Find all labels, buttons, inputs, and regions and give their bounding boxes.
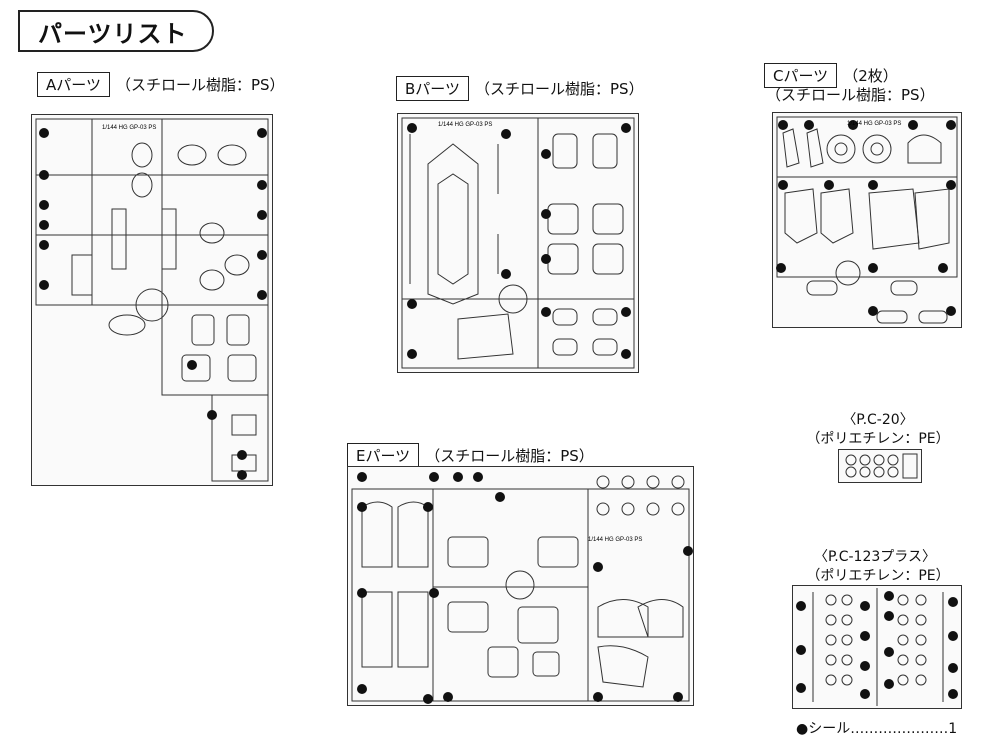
sprue-a-label: 1/144 HG GP-03 PS xyxy=(102,125,156,131)
sprue-c-label: 1/144 HG GP-03 PS xyxy=(847,121,901,127)
runner-c-count: （2枚） xyxy=(843,67,898,85)
runner-b-tag: Bパーツ xyxy=(396,76,469,101)
sprue-b-svg: 1/144 HG GP-03 PS xyxy=(401,117,635,369)
seal-count: ●シール…………………1 xyxy=(796,721,958,737)
pc20-material: （ポリエチレン：PE） xyxy=(806,431,950,447)
runner-c-material-row: （スチロール樹脂：PS） xyxy=(766,84,935,105)
runner-a-material: （スチロール樹脂：PS） xyxy=(115,76,285,94)
pc20-svg xyxy=(845,453,918,479)
pc123-svg xyxy=(796,588,958,706)
pc123-material: （ポリエチレン：PE） xyxy=(806,568,950,584)
pc20-drawing xyxy=(838,449,922,483)
runner-c-material: （スチロール樹脂：PS） xyxy=(766,86,935,104)
runner-c-tag: Cパーツ xyxy=(764,63,838,88)
pc20-name: 〈P.C-20〉 xyxy=(842,412,914,428)
page-title: パーツリスト xyxy=(18,10,214,52)
runner-c-header: Cパーツ （2枚） xyxy=(764,63,898,88)
sprue-e-label: 1/144 HG GP-03 PS xyxy=(588,537,642,543)
pc123-drawing xyxy=(792,585,962,709)
runner-b-material: （スチロール樹脂：PS） xyxy=(475,80,644,98)
sprue-e-drawing: 1/144 HG GP-03 PS xyxy=(347,466,694,706)
runner-e-tag: Eパーツ xyxy=(347,443,420,468)
sprue-b-label: 1/144 HG GP-03 PS xyxy=(438,122,492,128)
runner-e-material: （スチロール樹脂：PS） xyxy=(425,447,594,465)
runner-b-header: Bパーツ （スチロール樹脂：PS） xyxy=(396,76,644,101)
runner-a-tag: Aパーツ xyxy=(37,72,110,97)
runner-e-header: Eパーツ （スチロール樹脂：PS） xyxy=(347,443,594,468)
sprue-b-drawing: 1/144 HG GP-03 PS xyxy=(397,113,639,373)
sprue-a-drawing: 1/144 HG GP-03 PS xyxy=(31,114,273,486)
sprue-c-svg: 1/144 HG GP-03 PS xyxy=(776,116,958,324)
sprue-c-drawing: 1/144 HG GP-03 PS xyxy=(772,112,962,328)
runner-a-header: Aパーツ （スチロール樹脂：PS） xyxy=(37,72,285,97)
pc123-name: 〈P.C-123プラス〉 xyxy=(814,549,936,565)
sprue-a-svg: 1/144 HG GP-03 PS xyxy=(35,118,269,482)
sprue-e-svg: 1/144 HG GP-03 PS xyxy=(351,472,693,704)
